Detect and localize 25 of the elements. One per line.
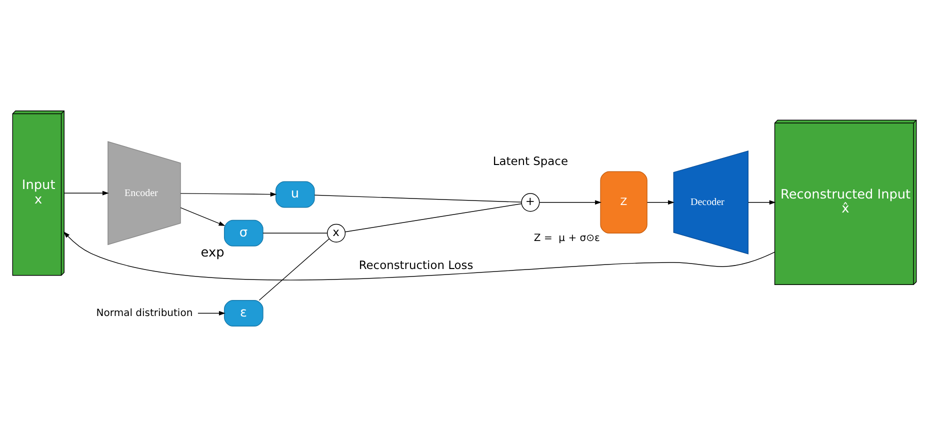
arrow	[180, 192, 277, 197]
node-box: Encoder	[108, 141, 181, 246]
node-circle: x	[326, 224, 346, 242]
node-box: u	[275, 181, 315, 208]
node-circle: +	[521, 193, 540, 212]
arrow	[180, 207, 226, 226]
node-box: Decoder	[673, 150, 748, 254]
edge-label: Reconstruction Loss	[358, 258, 474, 272]
arrow	[539, 200, 602, 205]
node-text: Normal distribution	[96, 308, 193, 319]
connector	[314, 194, 522, 202]
arrow	[748, 200, 776, 205]
arrow	[198, 311, 226, 316]
node-label: exp	[200, 245, 224, 260]
node-box: Z	[600, 171, 648, 234]
node-label: Z = μ + σ⊙ε	[534, 233, 600, 244]
arrow	[646, 200, 674, 205]
connector	[258, 238, 330, 301]
arrow	[64, 190, 109, 196]
node-box: σ	[224, 220, 264, 246]
connector	[262, 232, 328, 234]
connector	[344, 203, 522, 232]
arrow	[64, 232, 776, 280]
node-box: ε	[224, 300, 264, 326]
label: Latent Space	[492, 154, 568, 168]
